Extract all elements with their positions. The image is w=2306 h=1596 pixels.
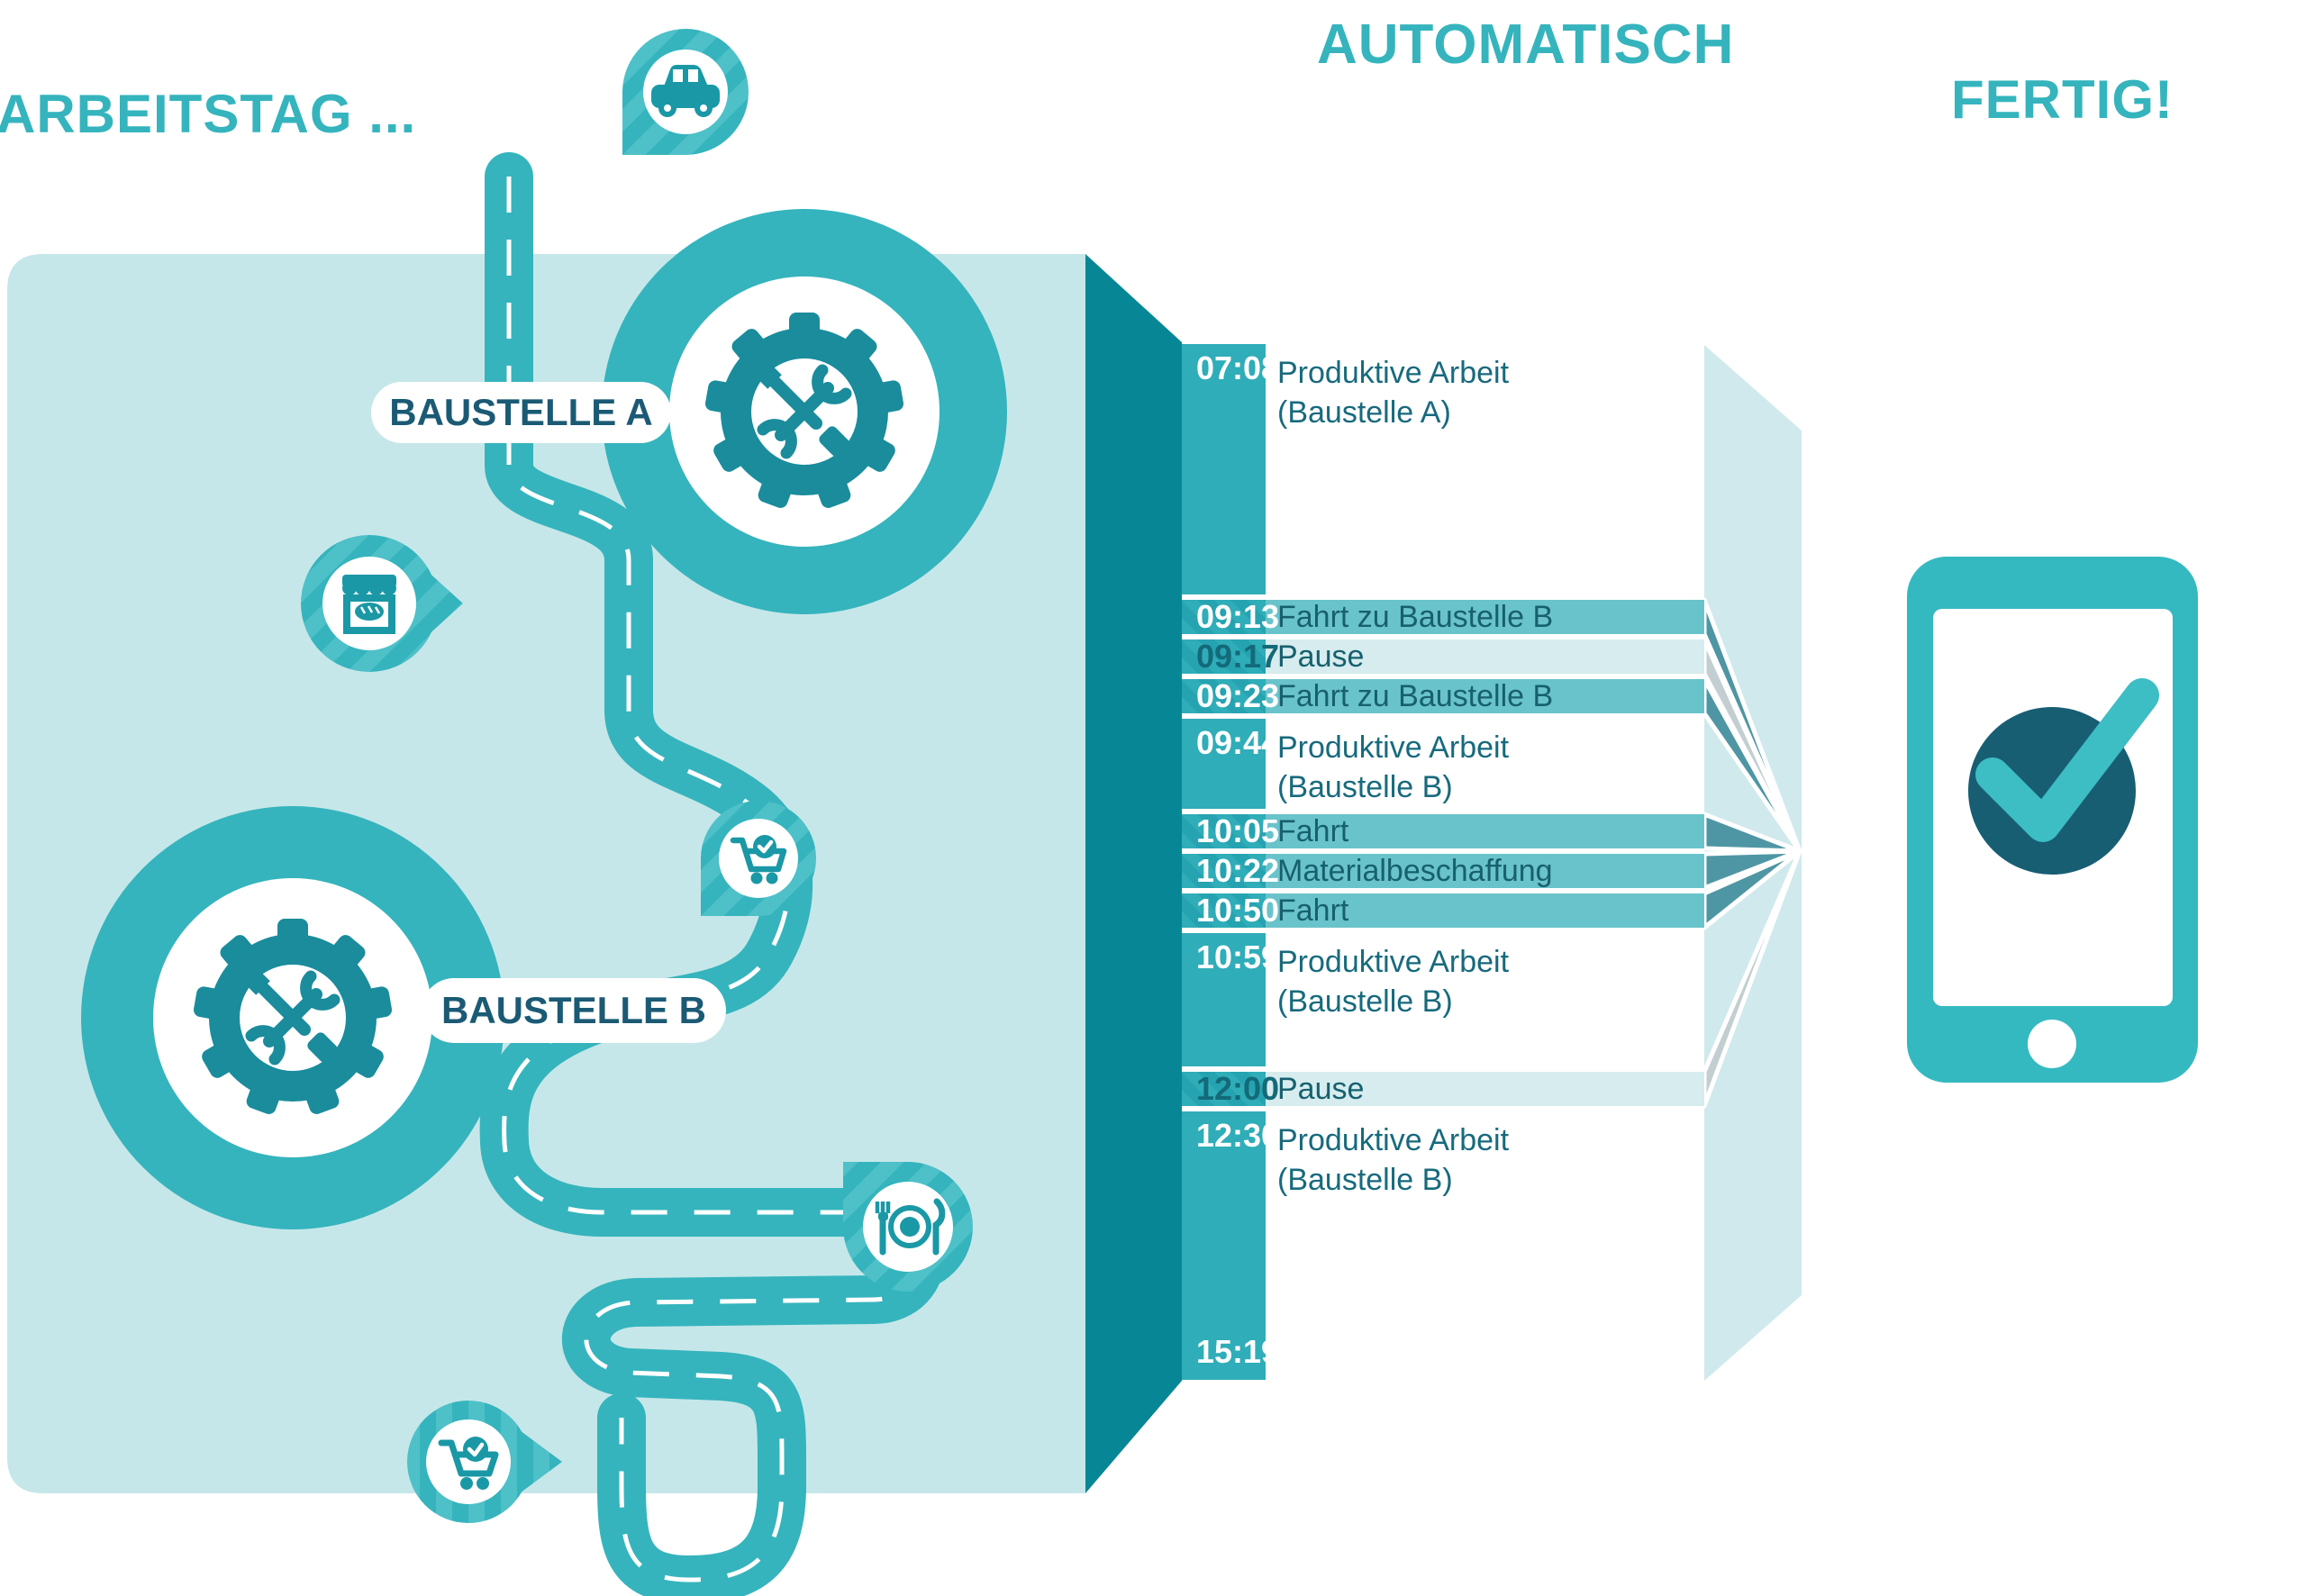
car-pin xyxy=(622,29,749,155)
cart-pin-2 xyxy=(407,1401,562,1523)
timeline-row-bar xyxy=(1182,639,1704,674)
timeline-row-label: Produktive Arbeit(Baustelle B) xyxy=(1277,1123,1510,1197)
cart-check-icon xyxy=(438,1437,499,1490)
converging-beams xyxy=(1702,597,1802,1109)
road xyxy=(479,152,946,1596)
timeline-row-bar xyxy=(1182,854,1704,888)
site-b-circle xyxy=(81,806,504,1229)
timeline-row-time: 12:00 xyxy=(1182,1070,1279,1107)
map-fold-edge xyxy=(1085,254,1182,1493)
restaurant-plate-icon xyxy=(875,1198,946,1256)
timeline-row-bar xyxy=(1182,814,1704,848)
timeline-row-label: Fahrt xyxy=(1277,814,1349,848)
timeline-row-bar xyxy=(1182,1072,1704,1106)
timeline-row-time: 09:23 xyxy=(1182,677,1279,714)
timeline-row-label: Pause xyxy=(1277,639,1365,674)
drive-beam xyxy=(1702,597,1802,854)
cart-pin xyxy=(701,801,816,916)
timeline-row-label: Produktive Arbeit(Baustelle B) xyxy=(1277,730,1510,804)
timeline-row-label: Produktive Arbeit(Baustelle A) xyxy=(1277,356,1510,430)
timeline-row-label: Fahrt zu Baustelle B xyxy=(1277,679,1554,713)
restaurant-pin xyxy=(843,1162,973,1292)
timeline-row-label: Produktive Arbeit(Baustelle B) xyxy=(1277,945,1510,1019)
road-center-line xyxy=(502,177,923,1582)
timeline-row-time: 10:50 xyxy=(1182,892,1279,929)
drive-beam xyxy=(1702,812,1802,854)
title-automatic: AUTOMATISCH xyxy=(1317,14,1735,76)
timeline-row-bar xyxy=(1182,679,1704,713)
site-a-label: BAUSTELLE A xyxy=(371,382,671,443)
bakery-shop-pin xyxy=(301,535,463,672)
timeline-row-label: Fahrt zu Baustelle B xyxy=(1277,600,1554,634)
timeline-row-time: 07:08 xyxy=(1182,344,1279,594)
car-icon xyxy=(651,65,720,117)
timeline-row-bar xyxy=(1182,600,1704,634)
title-done: FERTIG! xyxy=(1951,69,2174,130)
timeline-row-time: 10:22 xyxy=(1182,852,1279,889)
timeline-row-label: Materialbeschaffung xyxy=(1277,854,1553,888)
site-a-circle xyxy=(602,209,1007,614)
pause-beam xyxy=(1702,848,1802,1109)
timeline-row-bar xyxy=(1182,893,1704,928)
cart-check-icon xyxy=(730,835,787,884)
title-workday: ARBEITSTAG ... xyxy=(0,84,417,144)
phone xyxy=(1907,557,2198,1083)
bakery-shop-icon xyxy=(342,575,396,634)
site-b-label: BAUSTELLE B xyxy=(422,978,726,1043)
timeline-end-time: 15:19 xyxy=(1196,1333,1280,1370)
check-icon xyxy=(1975,678,2159,842)
timeline-row-time: 09:17 xyxy=(1182,638,1279,675)
timeline-row-time: 09:13 xyxy=(1182,598,1279,635)
drive-beam xyxy=(1702,676,1802,854)
timeline-row-time: 10:59 xyxy=(1182,933,1279,1066)
timeline-row-label: Pause xyxy=(1277,1072,1365,1106)
timeline-row-time: 09:44 xyxy=(1182,719,1279,809)
drive-beam xyxy=(1702,848,1802,930)
timeline-row-time: 10:05 xyxy=(1182,812,1279,849)
timeline-row-label: Fahrt xyxy=(1277,893,1349,928)
phone-home-button xyxy=(2028,1020,2076,1068)
